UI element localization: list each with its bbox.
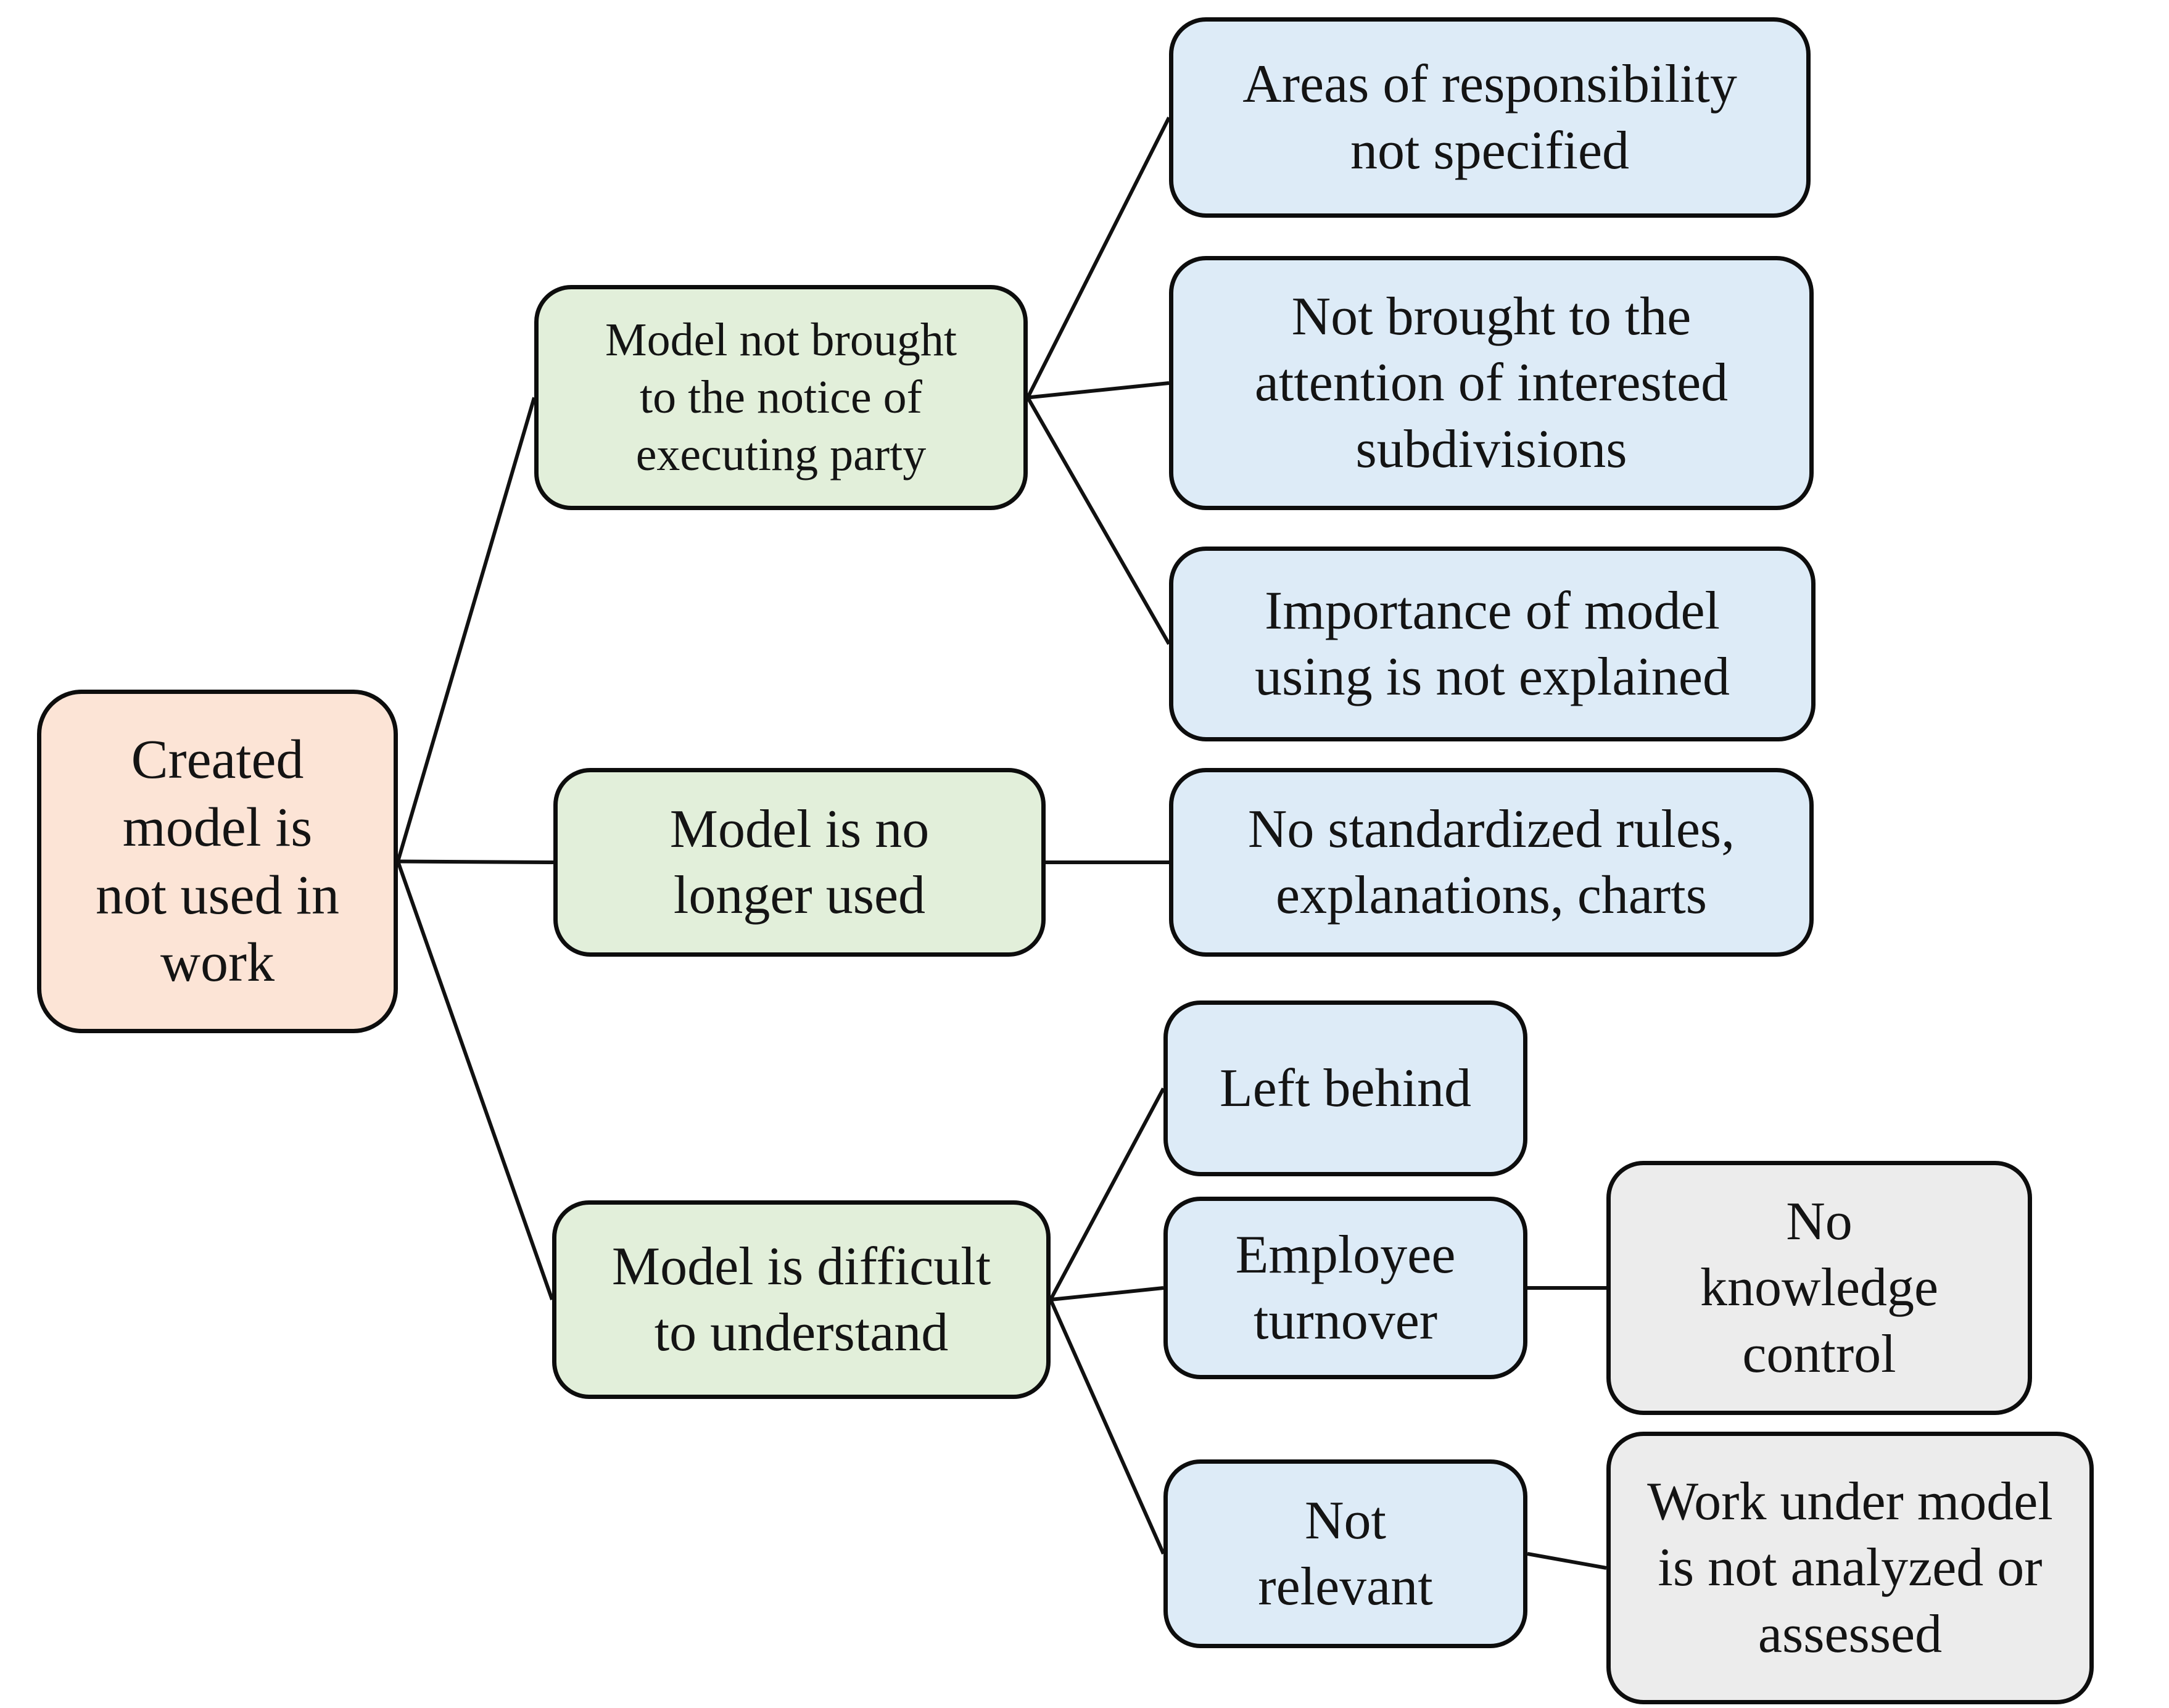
- edge-root-to-cause2: [397, 859, 554, 864]
- edge-cause3-to-sub7: [1049, 1298, 1165, 1555]
- node-sub-importance-of-model-using-not-explained: Importance of model using is not explain…: [1169, 547, 1816, 741]
- node-sub-left-behind: Left behind: [1163, 1000, 1527, 1176]
- node-sub-not-relevant: Not relevant: [1163, 1459, 1527, 1648]
- node-sub-employee-turnover: Employee turnover: [1163, 1197, 1527, 1379]
- node-leaf-no-knowledge-control: No knowledge control: [1606, 1161, 2032, 1415]
- edge-cause3-to-sub6: [1050, 1286, 1164, 1302]
- edge-cause3-to-sub5: [1049, 1087, 1165, 1301]
- node-sub-not-brought-to-attention-of-subdivisions: Not brought to the attention of interest…: [1169, 256, 1814, 510]
- node-sub-areas-of-responsibility-not-specified: Areas of responsibility not specified: [1169, 17, 1811, 218]
- edge-root-to-cause3: [396, 860, 554, 1300]
- node-cause-model-difficult-to-understand: Model is difficult to understand: [552, 1200, 1051, 1399]
- edge-root-to-cause1: [396, 397, 536, 862]
- edge-cause1-to-sub3: [1026, 397, 1171, 645]
- edge-cause1-to-sub2: [1027, 381, 1170, 400]
- edge-sub7-to-leaf2: [1527, 1552, 1607, 1570]
- node-leaf-work-not-analyzed-or-assessed: Work under model is not analyzed or asse…: [1606, 1432, 2094, 1704]
- node-sub-no-standardized-rules: No standardized rules, explanations, cha…: [1169, 768, 1814, 957]
- node-cause-model-not-brought-to-notice: Model not brought to the notice of execu…: [534, 285, 1028, 510]
- edge-cause1-to-sub1: [1026, 117, 1171, 398]
- node-root-created-model-not-used: Created model is not used in work: [37, 690, 398, 1033]
- node-cause-model-no-longer-used: Model is no longer used: [553, 768, 1046, 957]
